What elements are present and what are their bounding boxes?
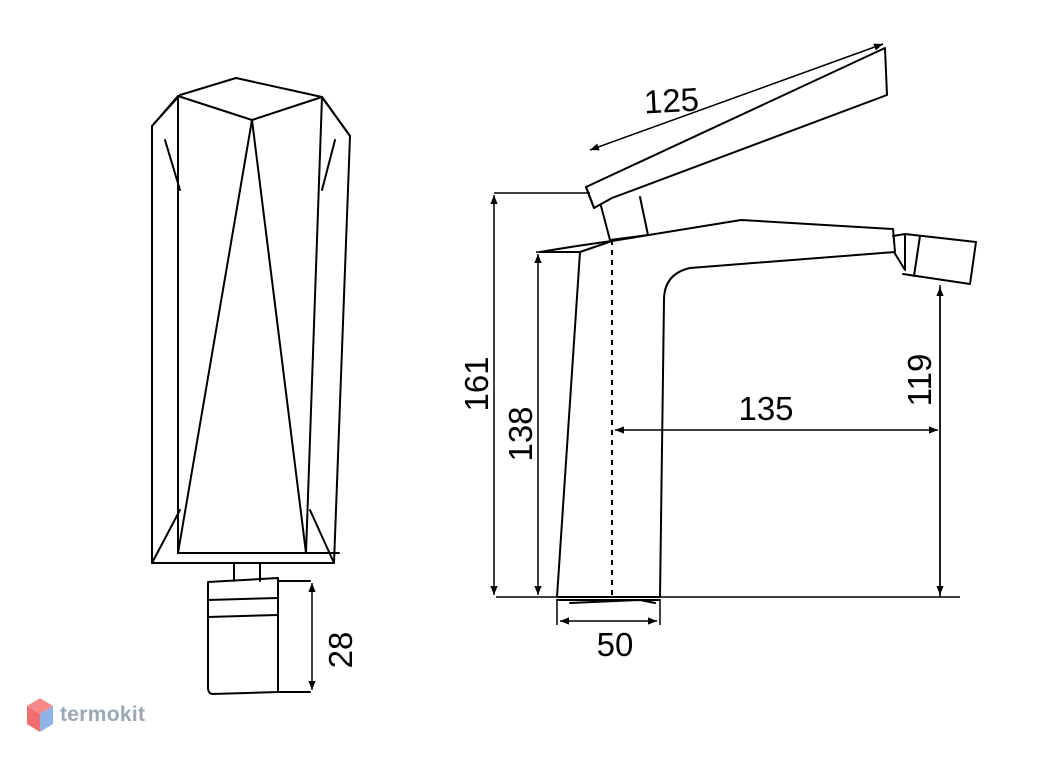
- dim-label-138: 138: [502, 406, 539, 461]
- watermark: termokit: [26, 697, 145, 733]
- dim-label-161: 161: [458, 356, 495, 411]
- dimension-lines: [308, 43, 944, 690]
- front-view: [151, 77, 351, 695]
- hexagon-logo-icon: [27, 698, 53, 732]
- watermark-text: termokit: [60, 703, 146, 726]
- dim-label-135: 135: [738, 390, 793, 427]
- dim-label-119: 119: [901, 354, 938, 407]
- dim-label-125: 125: [643, 81, 700, 121]
- side-view: [494, 47, 977, 625]
- dim-label-50: 50: [597, 626, 634, 663]
- dimension-labels: 125 161 138 135 119 50 28: [322, 81, 938, 669]
- dim-label-28: 28: [322, 632, 359, 669]
